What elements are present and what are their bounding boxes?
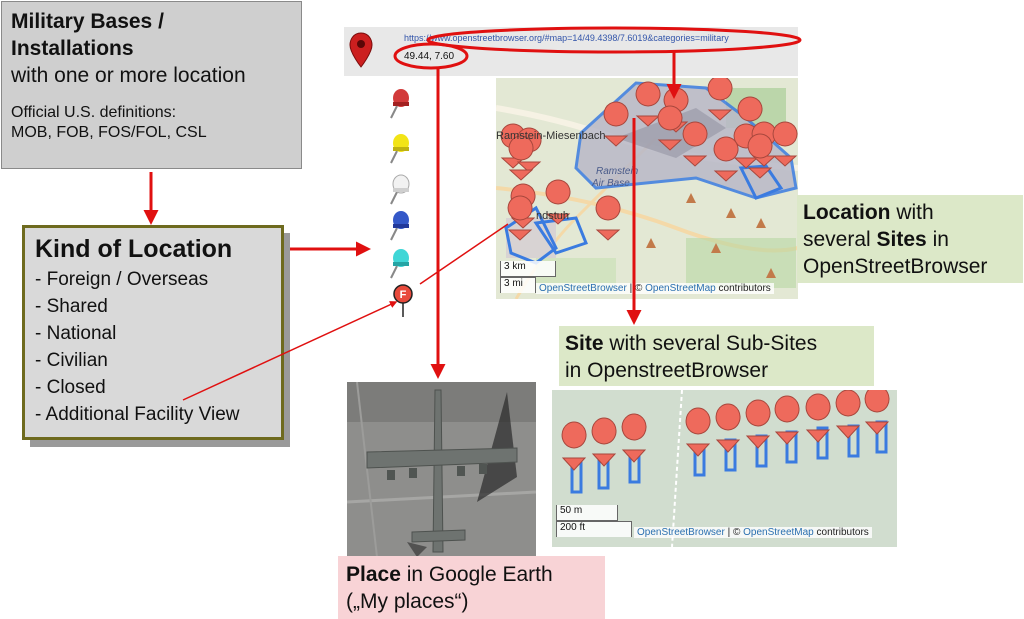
map-label-ramstein: Ramstein xyxy=(596,166,639,177)
openstreetmap-link-2[interactable]: OpenStreetMap xyxy=(743,527,814,538)
red-pushpin-icon xyxy=(390,89,409,119)
kind-item-civilian: - Civilian xyxy=(35,350,108,371)
white-pushpin-icon xyxy=(390,174,410,205)
kind-item-foreign: - Foreign / Overseas xyxy=(35,269,209,290)
map2-attribution: OpenStreetBrowser | © OpenStreetMap cont… xyxy=(634,527,872,538)
line-f-marker-to-map xyxy=(419,223,509,285)
scale-ft: 200 ft xyxy=(556,521,632,537)
site-map[interactable]: 50 m 200 ft OpenStreetBrowser | © OpenSt… xyxy=(552,390,897,547)
location-label: Location with several Sites in OpenStree… xyxy=(797,195,1023,283)
map-label-air-base: Air Base xyxy=(592,178,630,189)
definitions-line1: Official U.S. definitions: xyxy=(11,104,177,121)
definitions-line2: MOB, FOB, FOS/FOL, CSL xyxy=(11,124,207,141)
f-marker-letter: F xyxy=(400,289,407,301)
place-label: Place in Google Earth („My places“) xyxy=(338,556,605,619)
kind-item-national: - National xyxy=(35,323,117,344)
military-title-line1: Military Bases / xyxy=(11,10,164,33)
openstreetmap-link[interactable]: OpenStreetMap xyxy=(645,283,716,294)
military-subtitle: with one or more location xyxy=(11,64,246,87)
map-label-ramstein-miesenbach: Ramstein-Miesenbach xyxy=(496,130,606,142)
blue-pushpin-icon xyxy=(390,211,409,241)
kind-title: Kind of Location xyxy=(35,235,233,263)
military-bases-box: Military Bases / Installations with one … xyxy=(1,1,302,169)
scale-mi: 3 mi xyxy=(500,277,536,293)
scale-m: 50 m xyxy=(556,505,618,521)
cyan-pushpin-icon xyxy=(390,249,409,279)
map-pin-icon xyxy=(349,32,373,68)
openstreetbrowser-link[interactable]: OpenStreetBrowser xyxy=(539,283,627,294)
yellow-pushpin-icon xyxy=(390,134,409,164)
kind-item-additional: - Additional Facility View xyxy=(35,404,240,425)
location-map[interactable]: Ramstein-Miesenbach Ramstein Air Base nd… xyxy=(496,78,798,299)
aerial-photo xyxy=(347,382,536,557)
red-f-marker-icon: F xyxy=(393,284,413,317)
openstreetbrowser-link-2[interactable]: OpenStreetBrowser xyxy=(637,527,725,538)
coordinates-text: 49.44, 7.60 xyxy=(404,51,455,62)
scale-km: 3 km xyxy=(500,261,556,277)
military-title-line2: Installations xyxy=(11,37,134,60)
map1-attribution: OpenStreetBrowser | © OpenStreetMap cont… xyxy=(536,283,774,294)
kind-of-location-box: Kind of Location - Foreign / Overseas - … xyxy=(22,225,284,440)
aircraft-image xyxy=(347,382,536,557)
kind-item-closed: - Closed xyxy=(35,377,106,398)
map-label-ndstuh: ndstuh xyxy=(536,210,570,222)
location-markers xyxy=(500,78,798,241)
site-label: Site with several Sub-Sites in Openstree… xyxy=(559,326,874,386)
url-text[interactable]: https://www.openstreetbrowser.org/#map=1… xyxy=(404,33,729,43)
kind-item-shared: - Shared xyxy=(35,296,108,317)
